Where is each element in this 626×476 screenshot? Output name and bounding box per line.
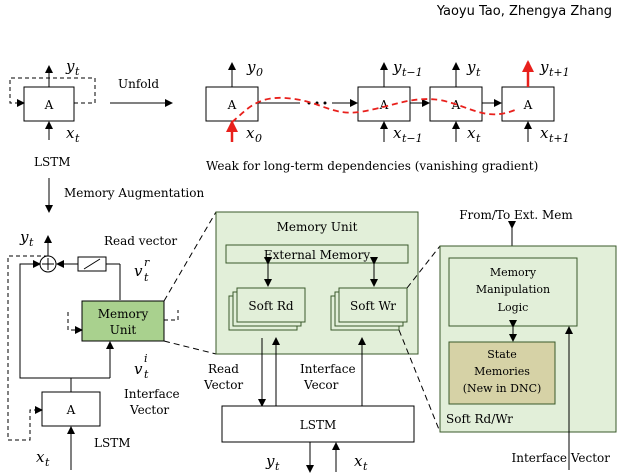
bl-y-sub: t bbox=[29, 236, 34, 249]
xtm1-sub: t−1 bbox=[402, 132, 423, 145]
top-lstm-label: LSTM bbox=[34, 155, 70, 169]
bl-y-label: y bbox=[19, 228, 29, 246]
top-y-sub: t bbox=[75, 65, 80, 78]
xt-label: x bbox=[467, 124, 476, 142]
top-lstm-box-label: A bbox=[44, 98, 54, 112]
read-vector-mid-2: Vector bbox=[203, 378, 243, 392]
external-memory-label: External Memory bbox=[264, 248, 370, 262]
lstm-block bbox=[221, 405, 415, 443]
zoom-line-right-bottom bbox=[398, 329, 441, 433]
yt-sub: t bbox=[476, 66, 481, 79]
unrolled-cell-0-label: A bbox=[227, 98, 237, 112]
soft-rd-box bbox=[236, 287, 306, 323]
augmented-lstm-label: LSTM bbox=[94, 436, 130, 450]
ytm1-label: y bbox=[392, 58, 402, 76]
state-line-1: State bbox=[487, 348, 516, 361]
state-line-2: Memories bbox=[474, 365, 530, 378]
augmented-cell-label: A bbox=[66, 403, 76, 417]
vi-sub: t bbox=[144, 368, 149, 381]
memory-unit-panel: Memory Unit External Memory Soft Rd Soft… bbox=[215, 211, 419, 355]
long-term-dependency-path bbox=[231, 97, 516, 123]
unrolled-cell-t-minus-1-label: A bbox=[379, 98, 389, 112]
lstm-block-label: LSTM bbox=[300, 418, 336, 432]
bl-x-label: x bbox=[36, 448, 45, 466]
top-lstm-cell: A y t x t LSTM bbox=[9, 57, 96, 169]
vr-sup: r bbox=[144, 256, 150, 269]
bl-x-sub: t bbox=[45, 456, 50, 469]
unfold-label: Unfold bbox=[118, 77, 159, 91]
xtp1-sub: t+1 bbox=[549, 132, 570, 145]
memory-unit-title: Memory Unit bbox=[277, 220, 358, 234]
ext-mem-label: From/To Ext. Mem bbox=[459, 208, 573, 222]
xtm1-label: x bbox=[393, 124, 402, 142]
memory-unit-block-line1: Memory bbox=[98, 307, 149, 321]
interface-vector-mid-1: Interface bbox=[300, 362, 356, 376]
chain-dot-3 bbox=[323, 101, 327, 105]
y0-label: y bbox=[246, 58, 256, 76]
top-x-sub: t bbox=[75, 132, 80, 145]
memory-manipulation-box bbox=[448, 257, 578, 327]
memory-loop-right bbox=[164, 310, 179, 321]
zoom-line-top bbox=[163, 211, 217, 302]
vr-label: v bbox=[134, 262, 143, 280]
augmented-cell-box bbox=[41, 391, 101, 427]
augmented-cell-loop bbox=[7, 255, 48, 441]
top-lstm-loop bbox=[9, 77, 96, 107]
interface-vector-mid-2: Vecor bbox=[303, 378, 339, 392]
soft-rdwr-panel: Memory Manipulation Logic State Memories… bbox=[439, 245, 617, 433]
unrolled-cell-t-plus-1 bbox=[501, 86, 555, 122]
vanishing-gradient-caption: Weak for long-term dependencies (vanishi… bbox=[206, 159, 538, 173]
ytp1-sub: t+1 bbox=[549, 66, 570, 79]
x0-sub: 0 bbox=[255, 132, 262, 145]
xt-sub: t bbox=[476, 132, 481, 145]
interface-vector-right-label: Interface Vector bbox=[511, 451, 610, 465]
soft-rd-label: Soft Rd bbox=[248, 299, 294, 313]
memory-loop-left bbox=[67, 312, 83, 334]
lstm-x-sub: t bbox=[363, 460, 368, 473]
yt-label: y bbox=[466, 58, 476, 76]
manip-line-1: Memory bbox=[490, 266, 537, 279]
vi-label: v bbox=[134, 360, 143, 378]
memory-augmentation-label: Memory Augmentation bbox=[64, 186, 204, 200]
augmented-lstm: y t Read vector v r t Memory Unit v i t … bbox=[7, 228, 180, 470]
interface-vector-label-1: Interface bbox=[124, 387, 180, 401]
read-vector-mid-1: Read bbox=[208, 362, 239, 376]
ytm1-sub: t−1 bbox=[402, 66, 423, 79]
author-names: Yaoyu Tao, Zhengya Zhang bbox=[436, 4, 612, 19]
read-vector-label: Read vector bbox=[104, 234, 177, 248]
zoom-line-bottom bbox=[163, 340, 217, 355]
interface-vector-label-2: Vector bbox=[129, 403, 169, 417]
memory-unit-block-line2: Unit bbox=[110, 323, 137, 337]
lstm-y-sub: t bbox=[275, 460, 280, 473]
soft-wr-label: Soft Wr bbox=[350, 299, 396, 313]
state-line-3: (New in DNC) bbox=[463, 382, 542, 395]
ytp1-label: y bbox=[539, 58, 549, 76]
read-weight-slash bbox=[83, 258, 101, 270]
top-x-label: x bbox=[66, 124, 75, 142]
vr-sub: t bbox=[144, 271, 149, 284]
lstm-y-label: y bbox=[265, 452, 275, 470]
manip-line-2: Manipulation bbox=[476, 283, 550, 296]
unrolled-cell-0 bbox=[205, 86, 259, 122]
lstm-x-label: x bbox=[354, 452, 363, 470]
unrolled-chain: A y 0 x 0 A y t−1 x t−1 A y t x t bbox=[205, 58, 570, 145]
top-y-label: y bbox=[65, 57, 75, 75]
y0-sub: 0 bbox=[256, 66, 263, 79]
soft-wr-box bbox=[338, 287, 408, 323]
x0-label: x bbox=[246, 124, 255, 142]
zoom-line-right-top bbox=[406, 245, 441, 289]
cell-to-interface bbox=[70, 377, 110, 392]
manip-line-3: Logic bbox=[498, 301, 529, 314]
soft-rdwr-label: Soft Rd/Wr bbox=[446, 412, 513, 426]
unrolled-cell-t-plus-1-label: A bbox=[523, 98, 533, 112]
xtp1-label: x bbox=[540, 124, 549, 142]
memory-unit-block bbox=[81, 300, 165, 342]
cell-output-path bbox=[19, 260, 71, 379]
vi-sup: i bbox=[144, 352, 148, 365]
state-memories-box bbox=[448, 341, 556, 405]
